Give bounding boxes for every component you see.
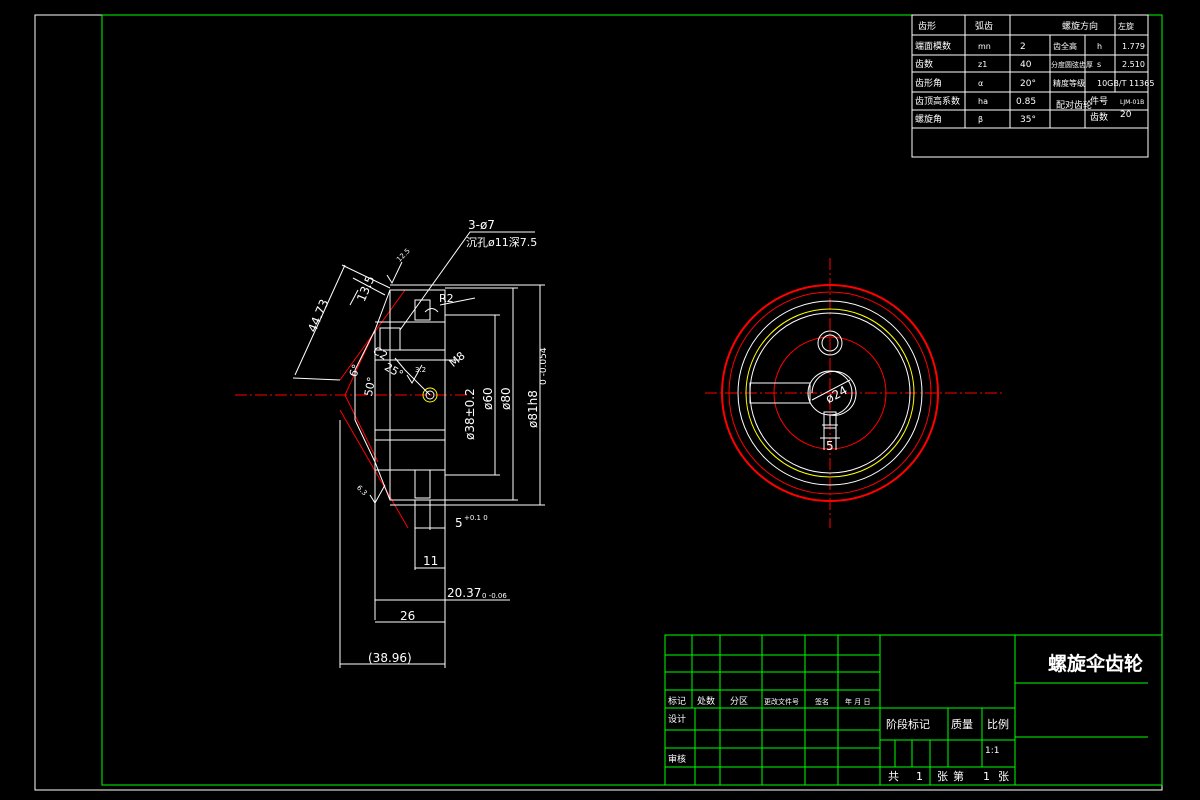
tbl-r3-val2: 10GB/T 11365 [1097, 79, 1154, 88]
tb-date: 年 月 日 [845, 697, 870, 706]
dim-d81-tol: 0 -0.054 [539, 347, 549, 385]
tbl-r2-sym: z1 [978, 60, 987, 69]
tbl-h3: 螺旋方向 [1062, 20, 1098, 32]
tbl-r4-val2: LJM-01B [1120, 99, 1144, 106]
front-view: ø24 5 [705, 258, 1005, 528]
drawing-title: 螺旋伞齿轮 [1048, 652, 1143, 675]
dim-d24: ø24 [823, 383, 850, 406]
dim-44-73: 44.73 [305, 297, 331, 334]
dim-w5-tol: +0.1 0 [464, 514, 488, 522]
tb-stage: 阶段标记 [886, 717, 930, 731]
tb-sheet-zhang: 张 [998, 770, 1009, 783]
tbl-r5-sym2: 齿数 [1090, 111, 1108, 123]
inner-border [101, 14, 1163, 786]
tb-sheet-no: 第 [953, 769, 964, 783]
dim-3-holes: 3-ø7 [468, 218, 495, 232]
dim-d80: ø80 [499, 387, 513, 410]
section-view: 3-ø7 沉孔ø11深7.5 44.73 13.5 R2 C2 25° 50° … [235, 218, 549, 668]
dim-w3896: (38.96) [368, 651, 412, 665]
tbl-r2-name: 齿数 [915, 58, 933, 70]
dim-key5: 5 [826, 439, 834, 453]
tbl-r1-name2: 齿全高 [1053, 41, 1077, 51]
tb-doc: 更改文件号 [764, 697, 799, 706]
tbl-r3-sym: α [978, 79, 983, 88]
dim-c2: C2 [371, 344, 390, 363]
tbl-r4-val: 0.85 [1016, 97, 1036, 107]
tbl-r2-sym2: s [1097, 60, 1101, 69]
dim-angle-25: 25° [382, 360, 405, 381]
tbl-r1-sym2: h [1097, 42, 1102, 51]
dim-thread-m8: M8 [447, 349, 468, 370]
dim-w2037-tol: 0 -0.06 [482, 592, 507, 600]
tb-mark: 标记 [668, 695, 686, 707]
title-block: 螺旋伞齿轮 标记 处数 分区 更改文件号 签名 年 月 日 设计 审核 阶段标记… [664, 634, 1163, 786]
tbl-r1-val: 2 [1020, 42, 1026, 52]
tbl-h1: 齿形 [918, 20, 936, 32]
dim-d81: ø81h8 [526, 390, 540, 428]
tbl-r5-val2: 20 [1120, 110, 1132, 120]
dim-w5: 5 [455, 516, 463, 530]
dim-d38: ø38±0.2 [463, 388, 477, 440]
dim-w26: 26 [400, 609, 415, 623]
tbl-r2-name2: 分度圆弦齿厚 [1051, 60, 1093, 69]
tbl-r3-name2: 精度等级 [1053, 78, 1085, 88]
tbl-h4: 左旋 [1118, 21, 1134, 31]
tbl-r5-sym: β [978, 115, 983, 124]
tb-scale-val: 1:1 [985, 746, 999, 756]
tbl-r1-name: 端面模数 [915, 40, 951, 52]
rough-12-5: 12.5 [395, 247, 412, 264]
dim-counterbore: 沉孔ø11深7.5 [466, 236, 537, 249]
dim-w2037: 20.37 [447, 586, 481, 600]
tb-review: 审核 [668, 753, 686, 765]
tbl-r2-val2: 2.510 [1122, 60, 1145, 69]
tb-sheets-n: 1 [916, 770, 923, 783]
dim-w11: 11 [423, 554, 438, 568]
tb-mass: 质量 [951, 718, 973, 731]
tbl-r3-name: 齿形角 [915, 77, 942, 89]
rough-3-2: 3.2 [415, 366, 426, 374]
tbl-r5-val: 35° [1020, 115, 1036, 125]
tb-sheet-n: 1 [983, 770, 990, 783]
tb-design: 设计 [668, 713, 686, 725]
tbl-r4-name2: 配对齿轮 [1056, 99, 1092, 111]
tbl-h2: 弧齿 [975, 20, 993, 32]
tbl-r3-val: 20° [1020, 79, 1036, 89]
tbl-r4-name: 齿顶高系数 [915, 95, 960, 107]
tbl-r2-val: 40 [1020, 60, 1032, 70]
rough-6-3: 6.3 [355, 484, 369, 498]
tb-sheets-zhang: 张 [937, 770, 948, 783]
tb-sheets: 共 [888, 770, 899, 783]
outer-border [34, 14, 1163, 791]
tbl-r5-name: 螺旋角 [915, 113, 942, 125]
tb-count: 处数 [697, 695, 715, 707]
tbl-r4-sym2: 件号 [1090, 95, 1108, 107]
tbl-r1-val2: 1.779 [1122, 42, 1145, 51]
tb-sign: 签名 [815, 697, 829, 706]
dim-angle-6: 6° [347, 363, 363, 379]
tbl-r4-sym: ha [978, 97, 988, 106]
tbl-r1-sym: mn [978, 42, 991, 51]
dim-angle-50: 50° [362, 376, 378, 397]
dim-d60: ø60 [481, 387, 495, 410]
param-table: 齿形 弧齿 螺旋方向 左旋 端面模数 mn 2 齿全高 h 1.779 齿数 z… [911, 14, 1154, 158]
dim-r2: R2 [439, 292, 454, 305]
tb-scale: 比例 [987, 717, 1009, 731]
tb-zone: 分区 [730, 696, 748, 707]
